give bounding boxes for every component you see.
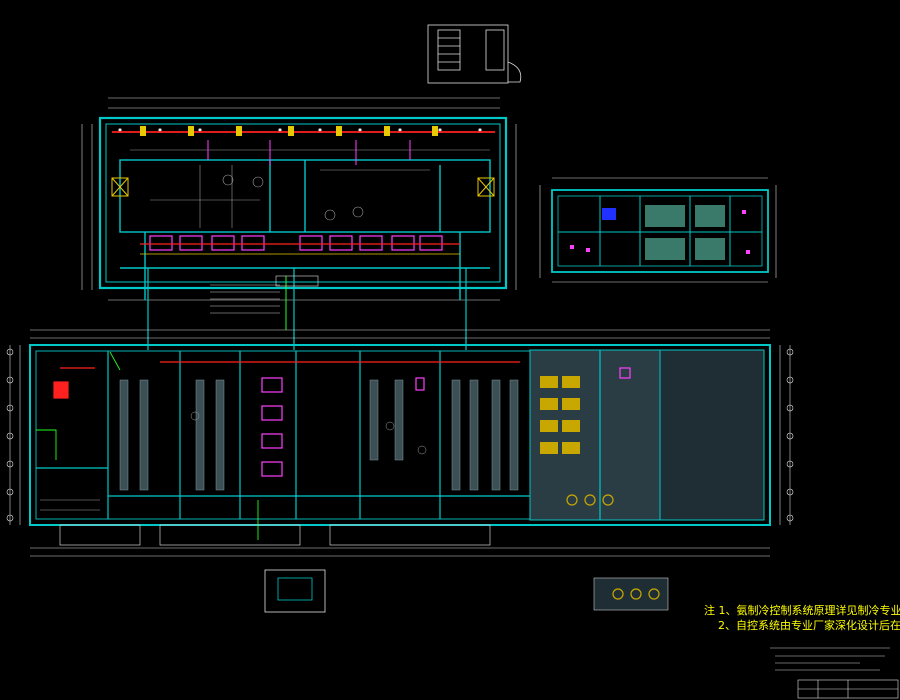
detail-box-left bbox=[264, 569, 326, 613]
drawing-note-1: 注 1、氨制冷控制系统原理详见制冷专业图纸。 bbox=[704, 604, 900, 617]
detail-box-right bbox=[593, 577, 669, 611]
upper-building bbox=[81, 97, 517, 350]
lower-building bbox=[6, 329, 794, 557]
small-notes bbox=[770, 647, 890, 671]
drawing-note-2: 2、自控系统由专业厂家深化设计后在施工。 bbox=[718, 619, 900, 632]
stair-annex bbox=[427, 24, 522, 84]
office-building bbox=[539, 177, 777, 283]
title-block bbox=[797, 679, 899, 699]
